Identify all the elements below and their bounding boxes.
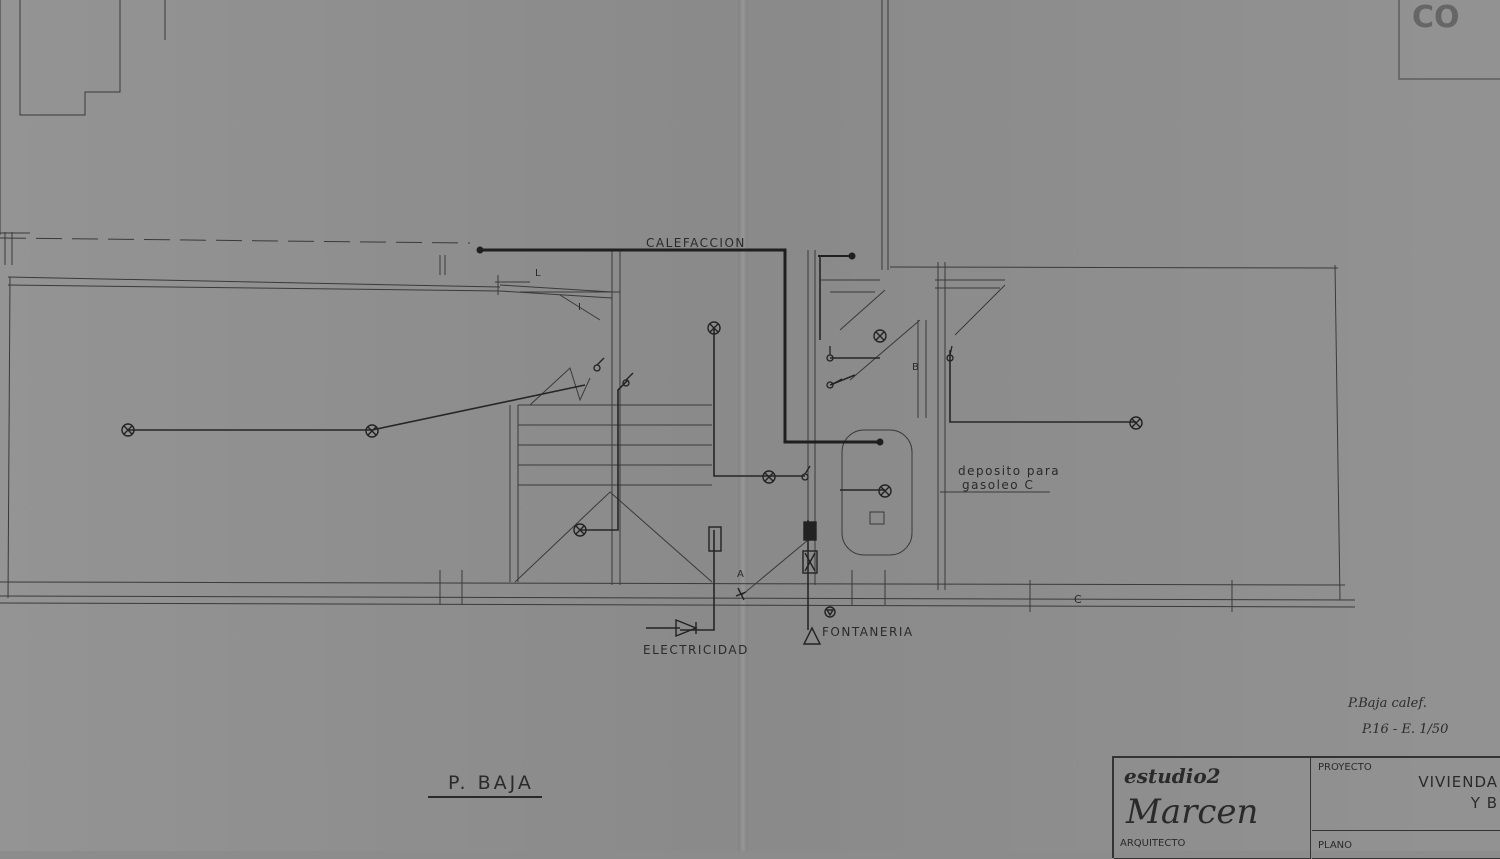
lighting-circuit-stair	[580, 379, 629, 531]
light-fixture-icon	[762, 470, 776, 484]
switch-icon	[622, 372, 634, 387]
wall-right	[1334, 264, 1341, 601]
wall-left	[7, 276, 11, 599]
tank-hatch	[869, 511, 885, 525]
corner-stamp: CO	[1398, 0, 1500, 80]
studio-logo: estudio2	[1124, 764, 1221, 788]
project-name-line1: VIVIENDA	[1418, 773, 1498, 791]
plan-cell: PLANO	[1312, 832, 1500, 859]
switch-icon	[946, 345, 954, 362]
switch-icon	[801, 465, 811, 481]
switch-icon	[826, 346, 834, 362]
gasoleo-label: gasoleo C	[962, 478, 1035, 492]
project-caption: PROYECTO	[1318, 762, 1372, 773]
water-connection-icon	[802, 626, 822, 645]
architect-cell: estudio2 Marcen ARQUITECTO	[1114, 758, 1311, 859]
fuel-tank	[841, 429, 913, 556]
switch-icon	[593, 357, 605, 372]
project-cell: PROYECTO VIVIENDA Y B	[1312, 758, 1500, 831]
deposito-label: deposito para	[958, 464, 1061, 478]
plan-title-text: P. BAJA	[428, 772, 542, 798]
electric-panel-icon	[708, 526, 722, 552]
dimension-label-b: B	[912, 362, 921, 373]
wall-top-right	[889, 266, 1339, 269]
architect-signature: Marcen	[1126, 792, 1259, 832]
light-fixture-icon	[121, 423, 135, 437]
heating-tank-node	[876, 438, 884, 446]
plan-title: P. BAJA	[428, 772, 542, 798]
upper-outline	[0, 0, 121, 235]
light-fixture-icon	[365, 424, 379, 438]
project-name-line2: Y B	[1470, 794, 1498, 812]
paper-fold	[738, 0, 748, 851]
upper-walls	[164, 0, 889, 270]
electric-connection-icon	[646, 618, 698, 638]
light-fixture-icon	[873, 329, 887, 343]
handwritten-note-1: P.Baja calef.	[1348, 696, 1427, 711]
light-fixture-icon	[707, 321, 721, 335]
plan-caption: PLANO	[1318, 840, 1353, 851]
dimension-label-l: L	[535, 268, 543, 279]
dimension-label-c: C	[1074, 593, 1084, 606]
water-valve-icon	[802, 550, 818, 574]
lighting-circuit-right	[949, 350, 1136, 423]
light-fixture-icon	[878, 484, 892, 498]
light-fixture-icon	[573, 523, 587, 537]
architect-caption: ARQUITECTO	[1120, 838, 1186, 849]
wall-top-left	[7, 276, 501, 288]
calefaccion-label: CALEFACCION	[646, 236, 746, 250]
heating-start-node	[476, 246, 484, 254]
wall-bottom	[0, 581, 1346, 586]
dashed-boundary	[0, 237, 471, 244]
handwritten-note-2: P.16 - E. 1/50	[1362, 722, 1449, 737]
lighting-circuit-center	[713, 328, 805, 477]
dimension-label-i: I	[578, 302, 583, 313]
project-name: VIVIENDA Y B	[1418, 772, 1498, 814]
fontaneria-label: FONTANERIA	[822, 625, 914, 639]
light-fixture-icon	[1129, 416, 1143, 430]
lighting-circuit-left	[128, 384, 586, 431]
heating-riser-node	[848, 252, 856, 260]
switch-icon	[826, 378, 843, 389]
electricidad-label: ELECTRICIDAD	[643, 643, 749, 657]
water-meter-icon	[803, 521, 817, 541]
heating-pipe	[480, 248, 880, 444]
corner-stamp-text: CO	[1412, 0, 1460, 35]
dimension-label-a: A	[737, 569, 746, 580]
title-block: estudio2 Marcen ARQUITECTO PROYECTO VIVI…	[1112, 756, 1500, 859]
valve-icon	[824, 606, 836, 618]
